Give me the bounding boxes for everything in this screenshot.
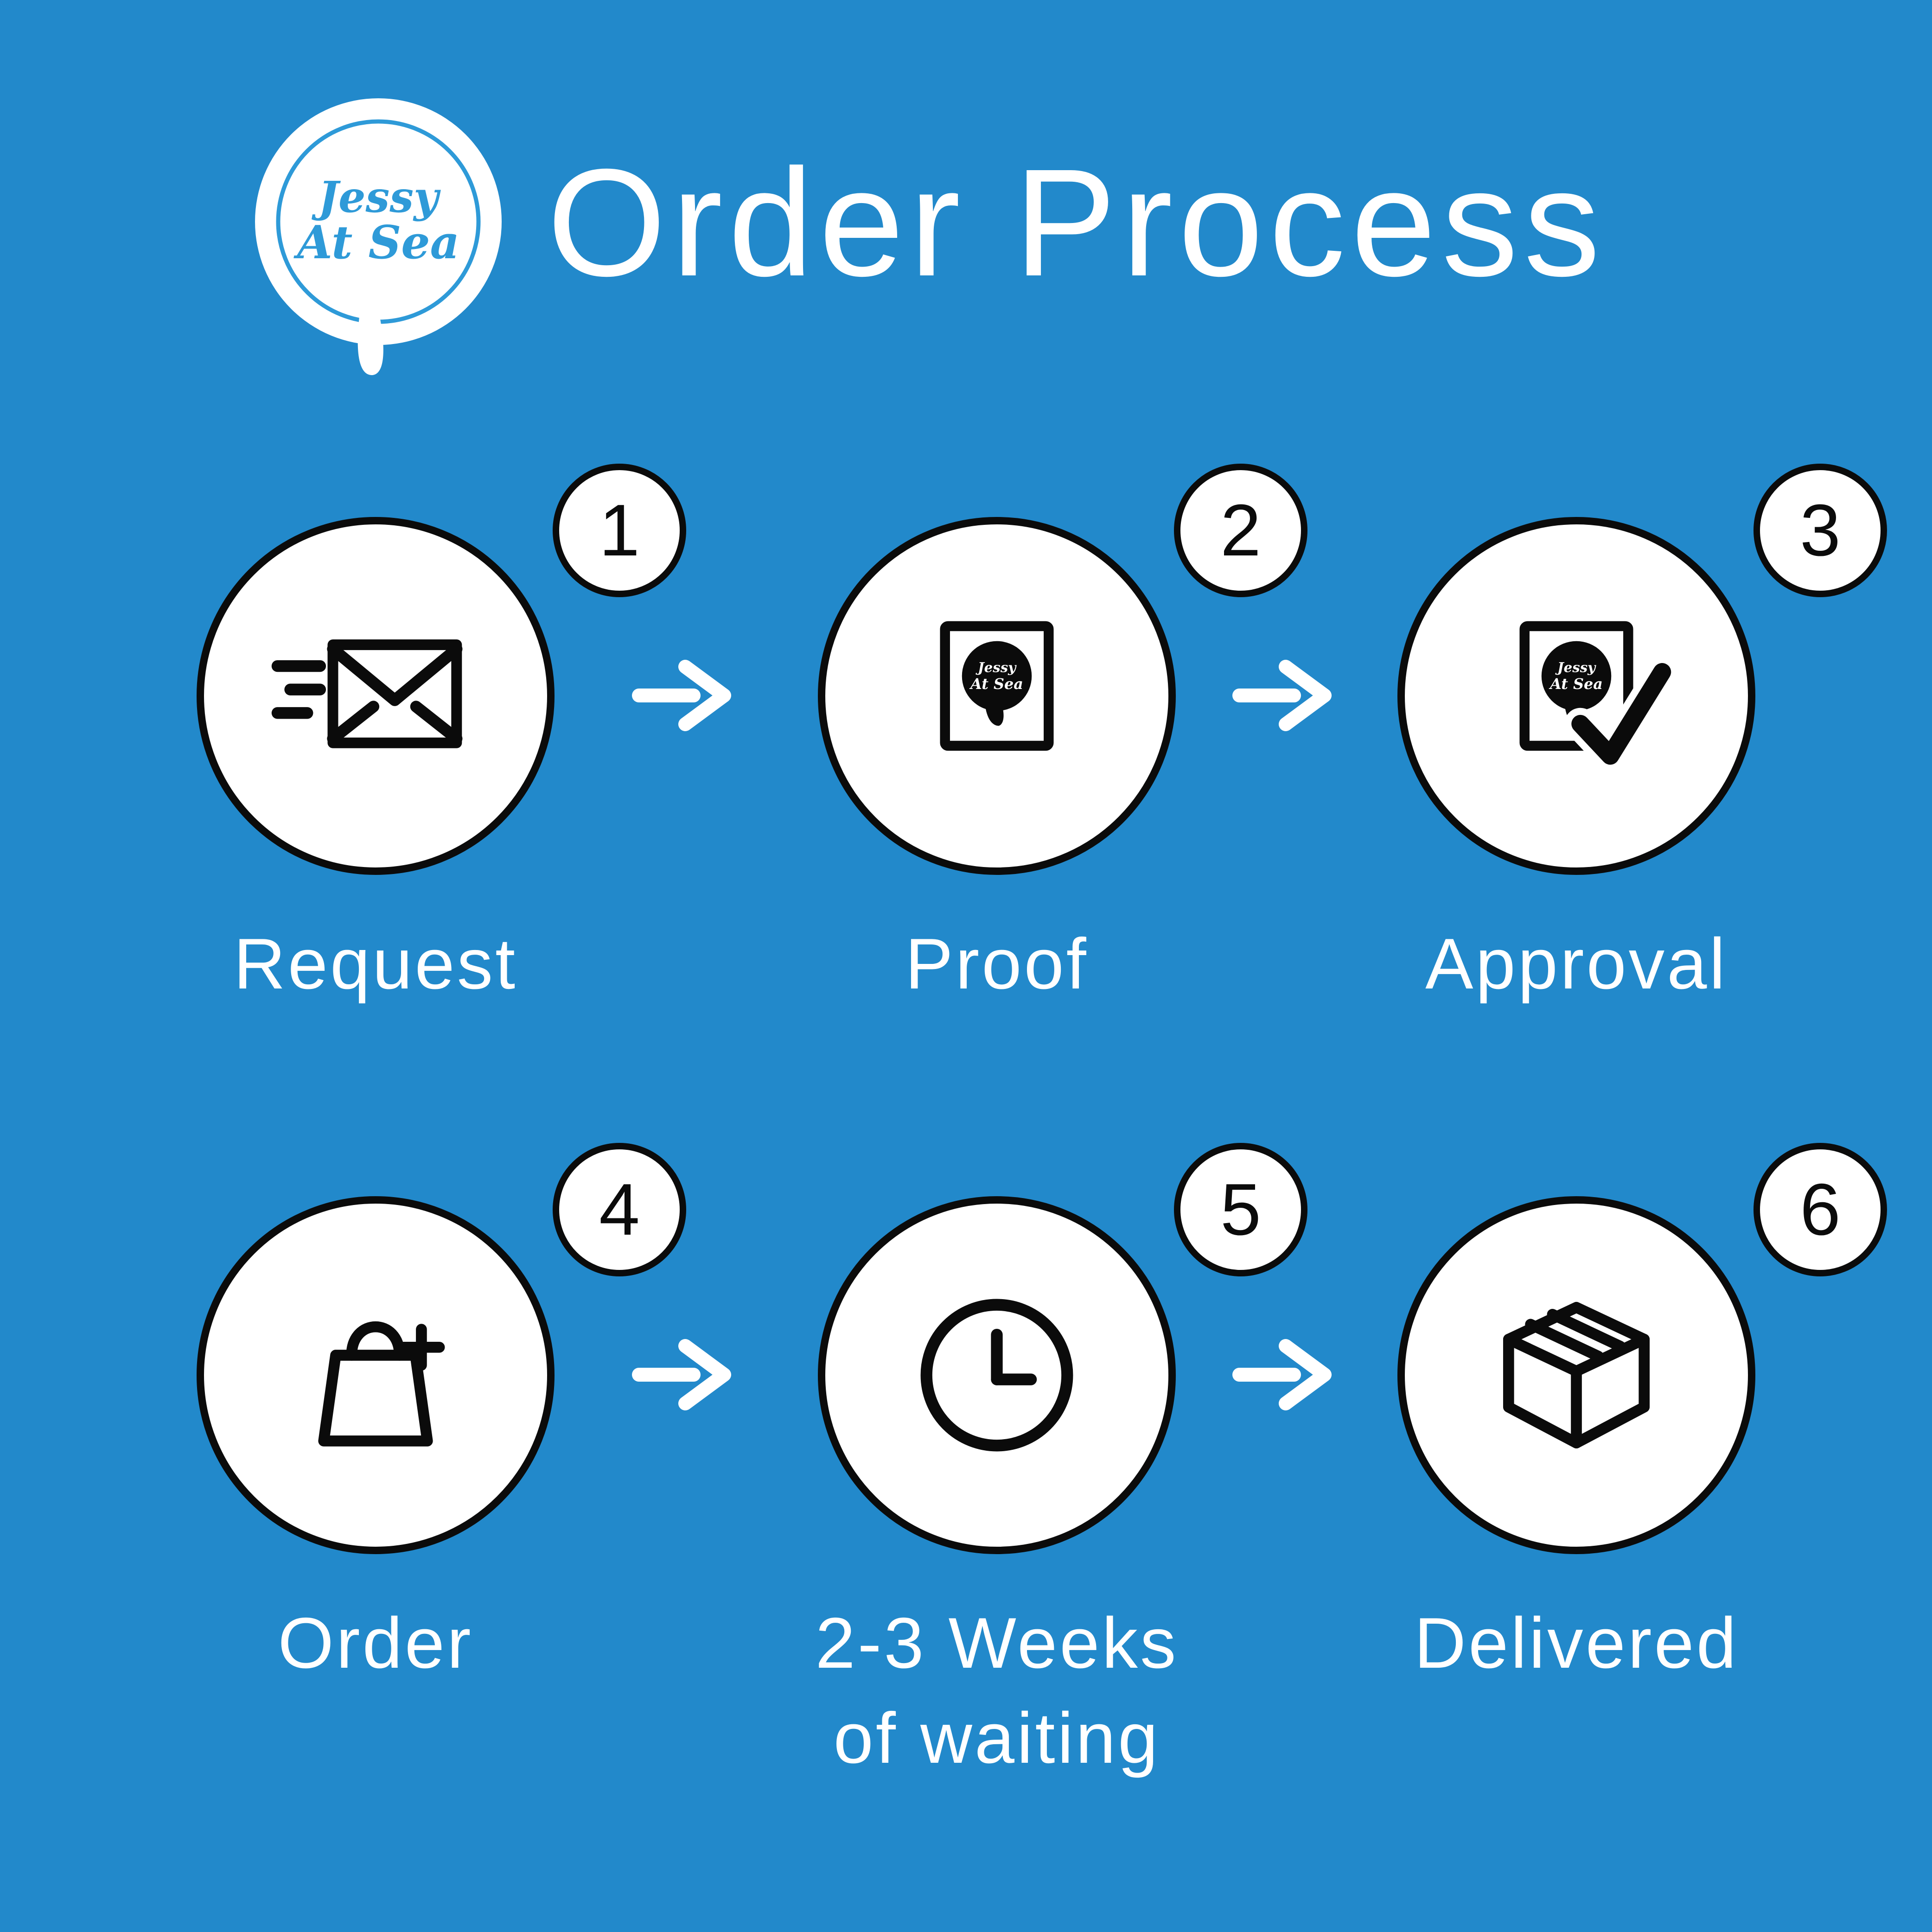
step-label: Order [278, 1596, 473, 1691]
step-label: Proof [905, 917, 1088, 1012]
step-order: 4 Order [121, 1143, 686, 1691]
step-number: 4 [599, 1168, 640, 1250]
step-circle: Jessy At Sea 2 [818, 464, 1307, 875]
step-circle: 6 [1397, 1143, 1887, 1554]
step-circle: 1 [197, 464, 686, 875]
step-circle: 5 [818, 1143, 1307, 1554]
step-label: Delivered [1414, 1596, 1739, 1691]
arrow-right-icon [1232, 1339, 1332, 1410]
step-number: 6 [1800, 1168, 1841, 1250]
mini-brand-line1: Jessy [976, 659, 1017, 675]
step-circle: Jessy At Sea 3 [1397, 464, 1887, 875]
mini-brand-line1: Jessy [1555, 659, 1596, 675]
checkmark-icon [1571, 663, 1671, 765]
step-number-badge: 1 [553, 464, 686, 597]
step-label-line: Order [278, 1603, 473, 1683]
step-request: 1 Request [121, 464, 686, 1012]
step-number: 2 [1220, 489, 1261, 571]
step-label-line: of waiting [833, 1697, 1160, 1778]
brand-name-line1: Jessy [311, 172, 441, 222]
step-number: 3 [1800, 489, 1841, 571]
brand-name-line2: At Sea [293, 216, 459, 269]
step-delivered: 6 Delivered [1321, 1143, 1887, 1691]
step-label: Approval [1425, 917, 1728, 1012]
page-title: Order Process [547, 137, 1606, 308]
step-label-line: Approval [1425, 924, 1728, 1004]
step-label: Request [234, 917, 517, 1012]
logo-drip [357, 309, 383, 376]
step-number: 5 [1220, 1168, 1261, 1250]
proof-artwork-icon: Jessy At Sea [940, 621, 1054, 751]
step-proof: Jessy At Sea 2 Proof [742, 464, 1307, 1012]
step-number-badge: 5 [1174, 1143, 1307, 1276]
step-number-badge: 4 [553, 1143, 686, 1276]
step-circle: 4 [197, 1143, 686, 1554]
step-number: 1 [599, 489, 640, 571]
step-number-badge: 2 [1174, 464, 1307, 597]
clock-icon [920, 1299, 1073, 1452]
email-icon [271, 639, 463, 748]
step-waiting: 5 2-3 Weeks of waiting [742, 1143, 1307, 1785]
package-box-icon [1503, 1301, 1650, 1449]
step-label: 2-3 Weeks of waiting [816, 1596, 1179, 1785]
mini-brand-line2: At Sea [1549, 675, 1603, 693]
mini-brand-line2: At Sea [969, 675, 1023, 693]
arrow-right-icon [632, 1339, 731, 1410]
step-label-line: 2-3 Weeks [815, 1603, 1179, 1683]
step-number-badge: 6 [1753, 1143, 1887, 1276]
step-label-line: Delivered [1414, 1603, 1739, 1683]
arrow-right-icon [632, 660, 731, 731]
shopping-bag-icon [318, 1321, 445, 1447]
step-label-line: Proof [905, 924, 1089, 1004]
arrow-right-icon [1232, 660, 1332, 731]
step-approval: Jessy At Sea 3 Approval [1321, 464, 1887, 1012]
brand-logo: Jessy At Sea [255, 98, 502, 376]
approval-check-icon: Jessy At Sea [1519, 621, 1678, 772]
step-number-badge: 3 [1753, 464, 1887, 597]
step-label-line: Request [233, 924, 518, 1004]
logo-blob [255, 98, 502, 345]
